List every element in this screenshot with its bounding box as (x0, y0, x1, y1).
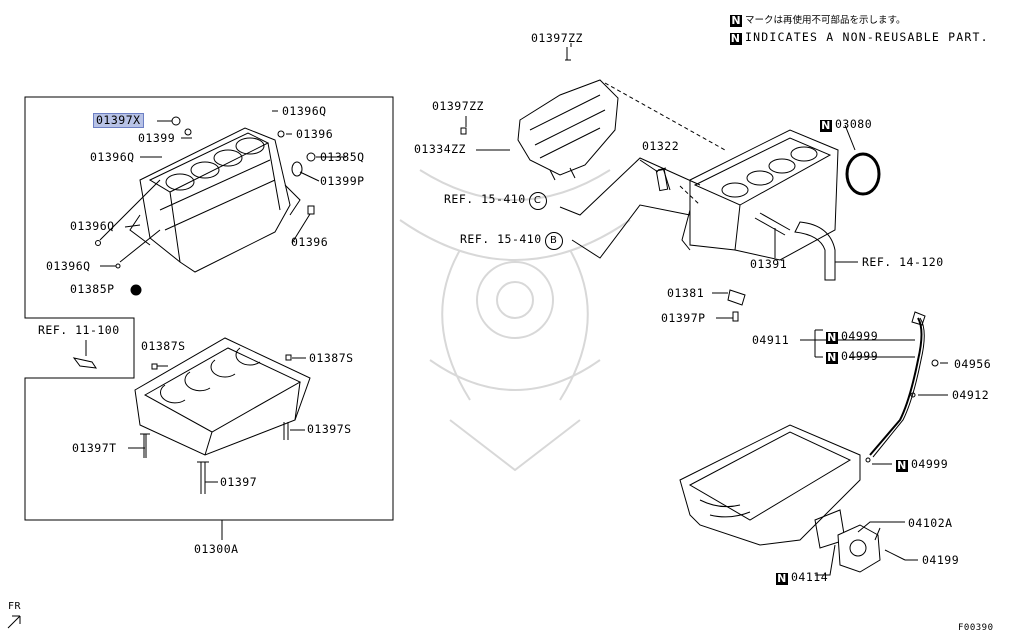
oil-separator-illustration (517, 79, 619, 181)
part-label-01300A[interactable]: 01300A (194, 542, 239, 556)
n-mark-icon: N (826, 351, 838, 364)
part-label-01396-b[interactable]: 01396 (291, 235, 329, 249)
n-mark-icon: N (730, 32, 742, 45)
part-label-01396Q-c[interactable]: 01396Q (46, 259, 91, 273)
part-label-04911[interactable]: 04911 (752, 333, 790, 347)
part-label-01399P[interactable]: 01399P (320, 174, 365, 188)
part-label-01322[interactable]: 01322 (642, 139, 680, 153)
n-mark-icon: N (896, 459, 908, 472)
part-label-01397[interactable]: 01397 (220, 475, 258, 489)
part-label-01396-a[interactable]: 01396 (296, 127, 334, 141)
ref-circle-c: C (528, 192, 547, 210)
part-label-01399[interactable]: 01399 (138, 131, 176, 145)
watermark-emblem (399, 169, 631, 472)
n-mark-icon: N (776, 572, 788, 585)
part-label-01397ZZ-top[interactable]: 01397ZZ (531, 31, 583, 45)
ref-label-14-120[interactable]: REF. 14-120 (862, 255, 944, 269)
ref-label-11-100[interactable]: REF. 11-100 (38, 323, 120, 337)
front-direction-label: FR (8, 601, 22, 612)
ref-circle-b: B (544, 232, 563, 250)
cylinder-block-illustration (129, 127, 301, 273)
part-label-04102A[interactable]: 04102A (908, 516, 953, 530)
n-mark-icon: N (820, 119, 832, 132)
part-label-01397ZZ-mid[interactable]: 01397ZZ (432, 99, 484, 113)
part-label-01381[interactable]: 01381 (667, 286, 705, 300)
lower-crankcase-illustration (134, 337, 311, 456)
block-group-frame (24, 96, 394, 521)
part-label-01385Q[interactable]: 01385Q (320, 150, 365, 164)
part-label-01396Q-a[interactable]: 01396Q (90, 150, 135, 164)
front-arrow-icon (7, 615, 21, 629)
part-label-04199[interactable]: 04199 (922, 553, 960, 567)
part-label-01396Q-b[interactable]: 01396Q (70, 219, 115, 233)
figure-code: F00390 (958, 623, 994, 633)
oil-pan-illustration (679, 424, 861, 546)
part-label-01396Q-top[interactable]: 01396Q (282, 104, 327, 118)
part-label-01397P[interactable]: 01397P (661, 311, 706, 325)
part-label-04912[interactable]: 04912 (952, 388, 990, 402)
part-label-01391[interactable]: 01391 (750, 257, 788, 271)
part-label-04956[interactable]: 04956 (954, 357, 992, 371)
part-label-01397T[interactable]: 01397T (72, 441, 117, 455)
part-label-01385P[interactable]: 01385P (70, 282, 115, 296)
part-label-01387S-a[interactable]: 01387S (141, 339, 186, 353)
n-mark-icon: N (730, 14, 742, 27)
part-label-01334ZZ[interactable]: 01334ZZ (414, 142, 466, 156)
part-label-01397X[interactable]: 01397X (93, 113, 144, 128)
engine-block-right-illustration (681, 129, 839, 261)
part-label-01387S-b[interactable]: 01387S (309, 351, 354, 365)
part-label-01397S[interactable]: 01397S (307, 422, 352, 436)
n-mark-icon: N (826, 331, 838, 344)
